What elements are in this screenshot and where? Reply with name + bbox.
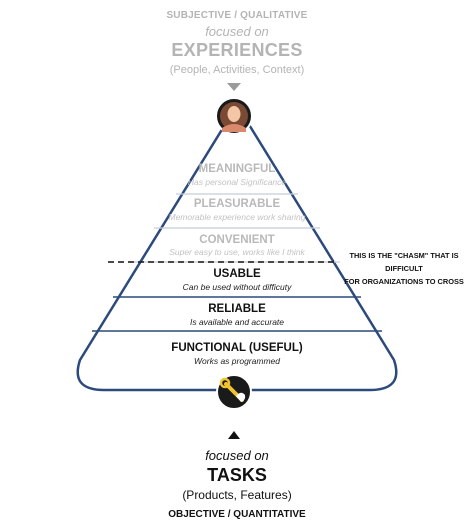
experiences-title: EXPERIENCES [171,40,303,60]
level-usable: USABLE [213,268,261,280]
bottom-focused-on-label: focused on [205,448,269,463]
level-convenient: CONVENIENT [199,234,275,246]
chasm-line-1: THIS IS THE "CHASM" THAT IS DIFFICULT [349,251,459,273]
level-reliable: RELIABLE [208,303,266,315]
level-convenient-desc: Super easy to use, works like I think [169,247,305,257]
level-usable-desc: Can be used without difficuty [182,282,292,292]
experiences-subtitle: (People, Activities, Context) [169,64,305,76]
chasm-line-2: FOR ORGANIZATIONS TO CROSS [344,277,464,286]
subjective-qualitative-label: SUBJECTIVE / QUALITATIVE [166,10,308,21]
level-meaningful: MEANINGFUL [198,163,276,175]
level-pleasurable: PLEASURABLE [193,198,281,210]
level-pleasurable-desc: Memorable experience work sharing [168,212,306,222]
tasks-title: TASKS [207,465,267,485]
level-reliable-desc: Is available and accurate [189,317,285,327]
wrench-hand-icon [216,374,252,410]
person-avatar-icon [215,97,253,135]
level-meaningful-desc: Has personal Significance [187,177,287,187]
chasm-annotation: THIS IS THE "CHASM" THAT IS DIFFICULT FO… [330,249,474,288]
down-arrow-icon [227,83,241,91]
top-focused-on-label: focused on [205,24,269,39]
objective-quantitative-label: OBJECTIVE / QUANTITATIVE [168,509,306,520]
level-functional: FUNCTIONAL (USEFUL) [171,342,303,354]
tasks-subtitle: (Products, Features) [182,488,292,502]
up-arrow-icon [228,431,240,439]
level-functional-desc: Works as programmed [194,356,280,366]
